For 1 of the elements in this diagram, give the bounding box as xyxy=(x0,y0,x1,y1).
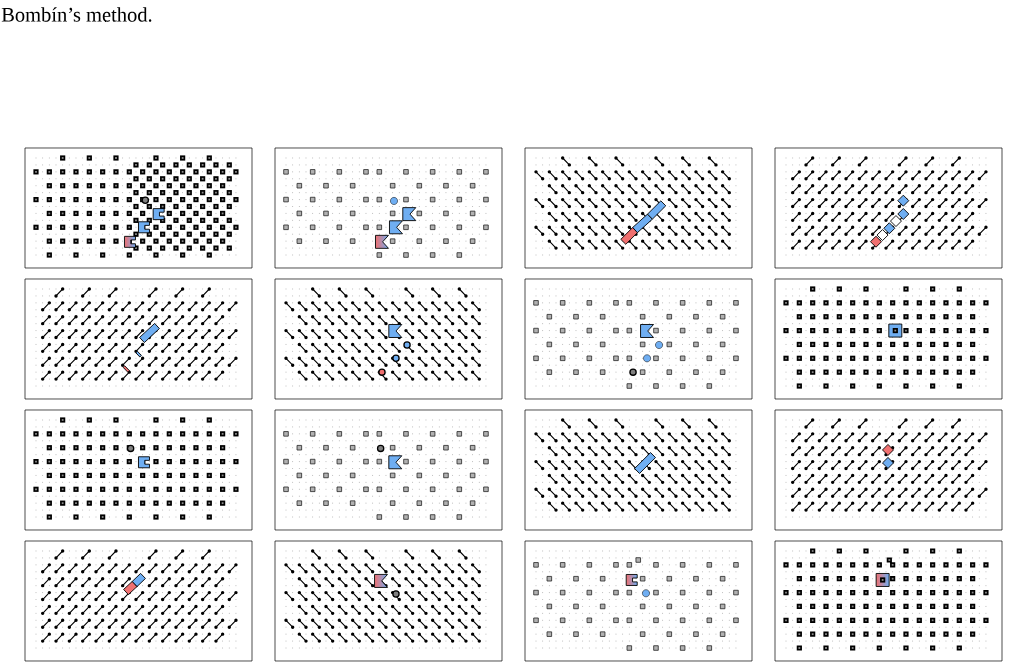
caption: Bombín’s method. xyxy=(1,7,152,22)
